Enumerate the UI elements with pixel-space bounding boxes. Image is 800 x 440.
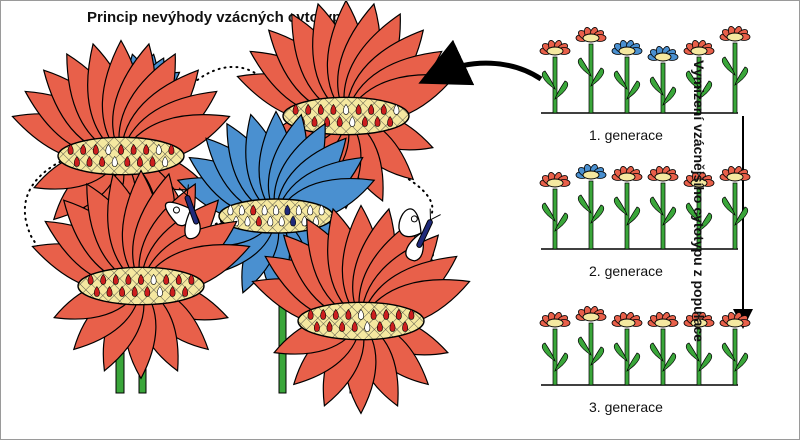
small-flower xyxy=(611,166,643,250)
butterfly-left-icon xyxy=(164,184,201,240)
generation-label-2: 2. generace xyxy=(589,263,663,279)
diagram-title: Princip nevýhody vzácných cytotypů xyxy=(87,9,351,26)
small-flower xyxy=(719,166,751,250)
small-flower xyxy=(683,172,715,250)
small-flower xyxy=(539,172,571,250)
small-flower xyxy=(539,40,571,114)
small-flower xyxy=(611,312,643,386)
small-flower xyxy=(647,46,679,114)
generation-label-1: 1. generace xyxy=(589,127,663,143)
small-flower xyxy=(611,40,643,114)
generation-label-3: 3. generace xyxy=(589,399,663,415)
big-flowers xyxy=(11,1,471,415)
small-flower xyxy=(719,312,751,386)
small-flower xyxy=(575,306,607,386)
small-flower xyxy=(647,312,679,386)
side-label: Vymizení vzácnějšího cytotypu z populace xyxy=(691,60,707,342)
small-flower xyxy=(683,40,715,114)
small-flower xyxy=(683,312,715,386)
generation-panel-1 xyxy=(539,26,751,114)
small-flower xyxy=(575,27,607,114)
big-red-flower-3 xyxy=(31,169,251,380)
big-red-flower-4 xyxy=(251,204,471,415)
small-flower xyxy=(719,26,751,114)
curved-arrow xyxy=(418,39,543,86)
small-flower xyxy=(647,166,679,250)
generation-panel-3 xyxy=(539,306,751,386)
generation-panel-2 xyxy=(539,164,751,250)
small-flower xyxy=(539,312,571,386)
small-flower xyxy=(575,164,607,250)
butterfly-right-icon xyxy=(398,208,441,262)
generation-panels xyxy=(539,26,751,386)
